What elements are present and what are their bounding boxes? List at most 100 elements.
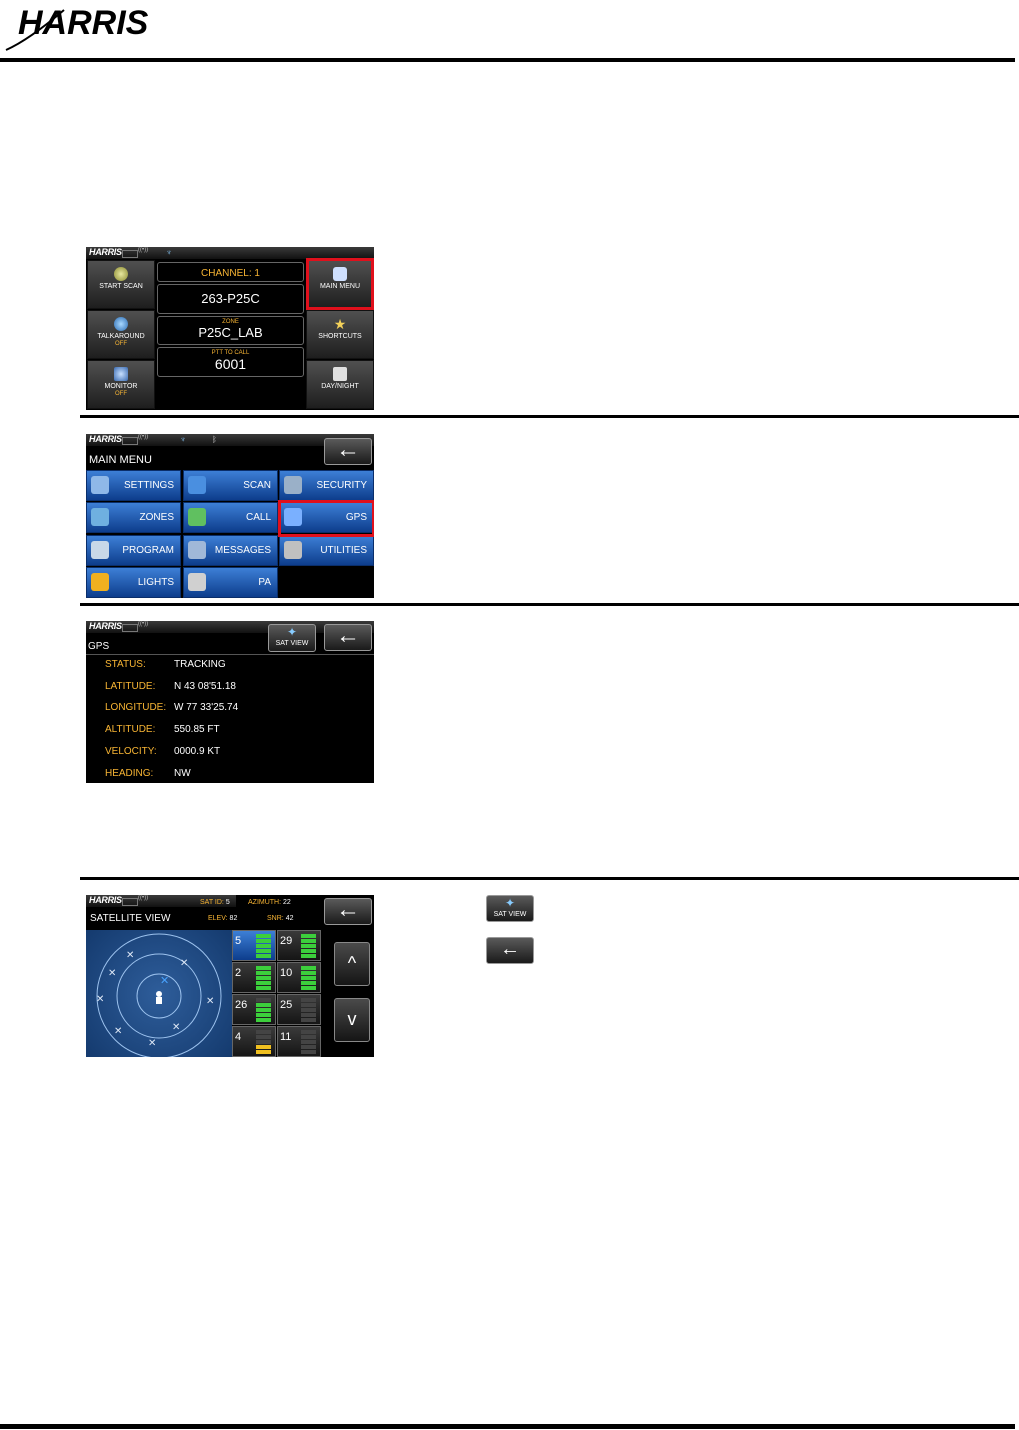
ptt-box[interactable]: PTT TO CALL 6001 — [157, 347, 304, 377]
satellite-id: 11 — [280, 1031, 292, 1043]
satellite-icon: ✦ — [286, 625, 298, 639]
status-logo: HARRIS — [89, 434, 122, 444]
antenna-icon: ((•)) — [138, 895, 149, 901]
shortcuts-button[interactable]: ★ SHORTCUTS — [306, 310, 374, 359]
talkaround-icon — [114, 317, 128, 331]
satellite-row[interactable]: 2 — [232, 962, 276, 993]
sat-view-button[interactable]: ✦ SAT VIEW — [268, 624, 316, 652]
monitor-status: OFF — [115, 391, 127, 397]
satellite-row[interactable]: 26 — [232, 994, 276, 1025]
back-arrow-icon: ← — [336, 436, 360, 463]
antenna-icon: ((•)) — [138, 247, 149, 253]
snr-label: SNR: — [267, 915, 284, 922]
channel-name-box[interactable]: 263-P25C — [157, 284, 304, 314]
gps-field-label: STATUS: — [105, 659, 146, 670]
sat-id-readout: SAT ID: 5 — [200, 899, 230, 906]
gps-status-icon: ♆ — [180, 435, 186, 444]
battery-icon — [122, 898, 138, 906]
page-title: MAIN MENU — [89, 454, 152, 466]
satellite-icon: ✕ — [96, 994, 104, 1005]
menu-item-gps[interactable]: GPS — [279, 502, 374, 533]
satellite-icon: ✕ — [148, 1038, 156, 1049]
menu-item-lights[interactable]: LIGHTS — [86, 567, 181, 598]
user-position-icon — [156, 991, 162, 997]
satellite-row[interactable]: 11 — [277, 1026, 321, 1057]
section-divider — [80, 415, 1019, 418]
snr-readout: SNR: 42 — [267, 915, 293, 922]
menu-item-call[interactable]: CALL — [183, 502, 278, 533]
signal-strength-icon — [301, 934, 316, 958]
satellite-row[interactable]: 10 — [277, 962, 321, 993]
monitor-button[interactable]: MONITOR OFF — [87, 360, 155, 409]
status-bar: HARRIS ((•)) ♆ — [86, 247, 374, 259]
gps-field-label: LONGITUDE: — [105, 702, 167, 714]
back-arrow-icon: ← — [500, 938, 520, 960]
satellite-view-screen: HARRIS ((•)) SATELLITE VIEW SAT ID: 5 AZ… — [86, 895, 374, 1057]
harris-logo: HARRIS — [4, 2, 194, 52]
elev-readout: ELEV: 82 — [208, 915, 237, 922]
menu-item-utilities[interactable]: UTILITIES — [279, 535, 374, 566]
scroll-up-button[interactable]: ^ — [334, 942, 370, 986]
menu-item-messages[interactable]: MESSAGES — [183, 535, 278, 566]
talkaround-label: TALKAROUND — [97, 333, 145, 340]
gps-field-label: HEADING: — [105, 767, 154, 779]
start-scan-button[interactable]: START SCAN — [87, 260, 155, 309]
highlight-gps — [278, 500, 374, 537]
selected-satellite-icon: ✕ — [160, 975, 169, 987]
signal-strength-icon — [256, 966, 271, 990]
satellite-id: 25 — [280, 999, 293, 1011]
signal-strength-icon — [301, 1030, 316, 1054]
svg-text:HARRIS: HARRIS — [18, 4, 149, 42]
chevron-up-icon: ^ — [347, 953, 357, 973]
title-bar: MAIN MENU — [86, 446, 374, 468]
back-button[interactable]: ← — [324, 624, 372, 651]
menu-item-label: CALL — [245, 512, 271, 523]
satellite-icon: ✕ — [126, 950, 134, 961]
zone-name: P25C_LAB — [198, 325, 263, 340]
call-icon — [188, 508, 206, 526]
talkaround-status: OFF — [115, 341, 127, 347]
key-icon — [284, 476, 302, 494]
satellite-id: 29 — [280, 935, 293, 947]
main-menu-button[interactable]: MAIN MENU — [306, 260, 374, 309]
menu-item-security[interactable]: SECURITY — [279, 470, 374, 501]
monitor-label: MONITOR — [104, 383, 138, 390]
talkaround-button[interactable]: TALKAROUND OFF — [87, 310, 155, 359]
status-bar: HARRIS ((•)) ♆ ᛒ — [86, 434, 374, 446]
scroll-down-button[interactable]: v — [334, 998, 370, 1042]
menu-item-label: GPS — [345, 512, 367, 523]
satellite-row[interactable]: 29 — [277, 930, 321, 961]
satellite-id: 5 — [235, 935, 242, 947]
azimuth-label: AZIMUTH: — [248, 899, 282, 906]
menu-item-scan[interactable]: SCAN — [183, 470, 278, 501]
sat-id-label: SAT ID: — [200, 899, 224, 906]
menu-item-program[interactable]: PROGRAM — [86, 535, 181, 566]
satellite-row[interactable]: 25 — [277, 994, 321, 1025]
satellite-icon: ✕ — [114, 1026, 122, 1037]
menu-item-zones[interactable]: ZONES — [86, 502, 181, 533]
gps-status-icon: ♆ — [166, 248, 172, 257]
menu-item-pa[interactable]: PA — [183, 567, 278, 598]
gps-field-value: W 77 33'25.74 — [174, 702, 239, 714]
sat-view-label: SAT VIEW — [275, 640, 309, 647]
folder-icon — [91, 541, 109, 559]
status-logo: HARRIS — [89, 895, 122, 905]
menu-item-settings[interactable]: SETTINGS — [86, 470, 181, 501]
zones-icon — [91, 508, 109, 526]
zone-label: ZONE — [222, 319, 239, 325]
antenna-icon: ((•)) — [138, 434, 149, 440]
back-button[interactable]: ← — [324, 438, 372, 465]
zone-box[interactable]: ZONE P25C_LAB — [157, 316, 304, 345]
channel-label-box[interactable]: CHANNEL: 1 — [157, 262, 304, 282]
satellite-icon: ✕ — [172, 1022, 180, 1033]
satellite-row[interactable]: 4 — [232, 1026, 276, 1057]
satellite-row[interactable]: 5 — [232, 930, 276, 961]
sky-plot: ✕ ✕ ✕ ✕ ✕ ✕ ✕ ✕ ✕ — [86, 930, 232, 1057]
satellite-icon: ✕ — [180, 958, 188, 969]
elev-value: 82 — [229, 915, 238, 922]
chevron-down-icon: v — [347, 1009, 357, 1029]
section-divider — [80, 877, 1019, 880]
back-button[interactable]: ← — [324, 898, 372, 925]
day-night-button[interactable]: DAY/NIGHT — [306, 360, 374, 409]
back-arrow-icon: ← — [336, 896, 360, 923]
